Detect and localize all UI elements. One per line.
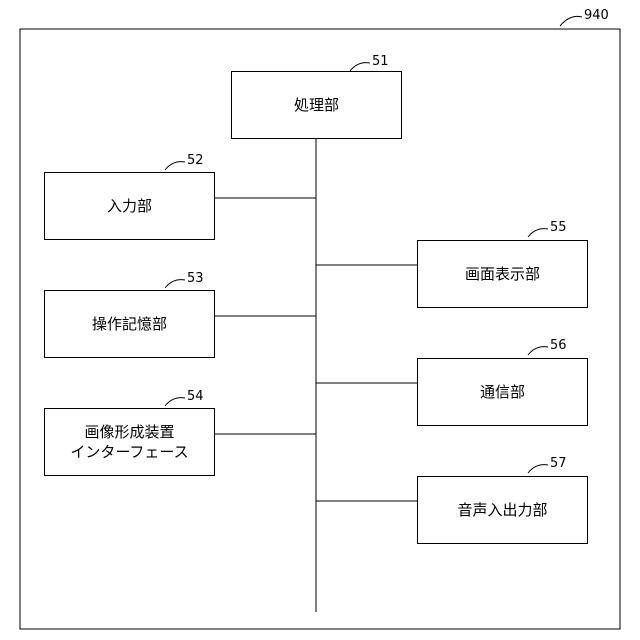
box-label: 操作記憶部 [92,314,167,334]
box-audio-io-unit: 音声入出力部 [417,476,588,544]
leader-56 [528,347,548,355]
box-label: 通信部 [480,382,525,402]
box-image-forming-interface: 画像形成装置 インターフェース [44,408,215,476]
box-label-line1: 画像形成装置 [84,422,174,442]
box-screen-display-unit: 画面表示部 [417,240,588,308]
box-label: 音声入出力部 [457,500,547,520]
box-label-line2: インターフェース [70,442,188,462]
leader-54 [165,398,185,406]
leader-940 [560,16,582,26]
ref-label-52: 52 [187,154,204,168]
ref-label-53: 53 [187,272,204,286]
box-label: 処理部 [294,95,339,115]
leader-55 [528,229,548,237]
leader-52 [165,162,185,170]
box-label: 画面表示部 [465,264,540,284]
ref-label-51: 51 [372,55,389,69]
box-processing-unit: 処理部 [231,71,402,139]
box-communication-unit: 通信部 [417,358,588,426]
ref-label-940: 940 [584,9,609,23]
ref-label-55: 55 [550,221,567,235]
leader-51 [350,63,370,71]
ref-label-56: 56 [550,339,567,353]
ref-label-57: 57 [550,457,567,471]
box-label: 入力部 [107,196,152,216]
ref-label-54: 54 [187,390,204,404]
box-operation-storage-unit: 操作記憶部 [44,290,215,358]
box-input-unit: 入力部 [44,172,215,240]
leader-57 [528,465,548,473]
leader-53 [165,280,185,288]
